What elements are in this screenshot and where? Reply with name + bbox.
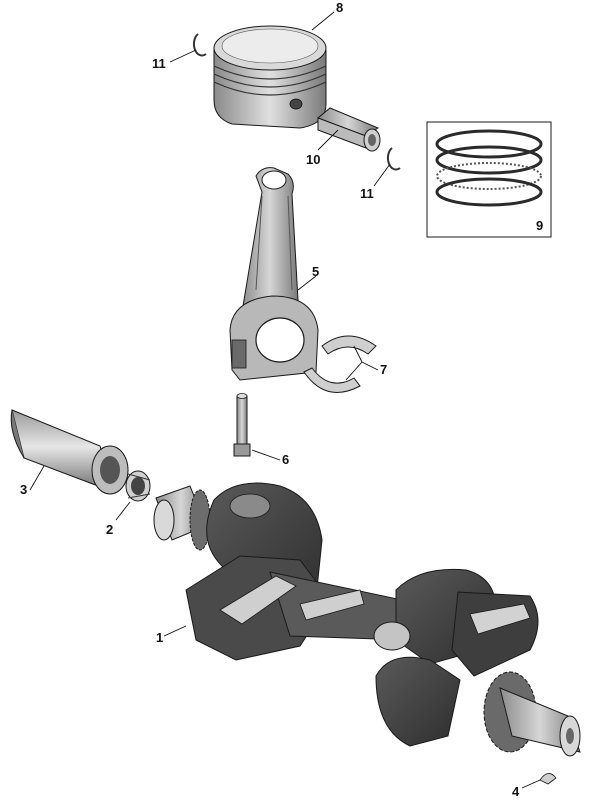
rod-bolt-part bbox=[233, 393, 251, 457]
circlip-part-right bbox=[386, 147, 401, 171]
callout-11-right: 11 bbox=[360, 186, 374, 201]
callout-4: 4 bbox=[512, 784, 520, 799]
callout-3: 3 bbox=[20, 482, 27, 497]
callout-5: 5 bbox=[312, 264, 319, 279]
callout-10: 10 bbox=[306, 152, 320, 167]
connecting-rod-part bbox=[229, 167, 319, 381]
rod-bearing-part-lower bbox=[303, 367, 361, 393]
callout-2: 2 bbox=[106, 522, 113, 537]
callout-6: 6 bbox=[282, 452, 289, 467]
callout-7: 7 bbox=[380, 362, 387, 377]
piston-part bbox=[213, 25, 327, 129]
needle-bearing-part bbox=[125, 470, 151, 502]
sleeve-part bbox=[10, 409, 129, 495]
rod-bearing-part-upper bbox=[321, 335, 377, 355]
callout-labels: 8 11 10 11 9 5 7 6 3 2 1 4 bbox=[20, 0, 543, 799]
leader-lines bbox=[29, 11, 541, 789]
piston-ring-set-box bbox=[426, 121, 552, 238]
crankshaft-part bbox=[153, 482, 581, 757]
callout-8: 8 bbox=[336, 0, 343, 15]
woodruff-key-part bbox=[539, 773, 557, 785]
callout-9: 9 bbox=[536, 218, 543, 233]
callout-11-top: 11 bbox=[152, 56, 166, 71]
circlip-part-top bbox=[192, 33, 207, 57]
piston-pin-part bbox=[317, 107, 381, 152]
callout-1: 1 bbox=[156, 630, 163, 645]
